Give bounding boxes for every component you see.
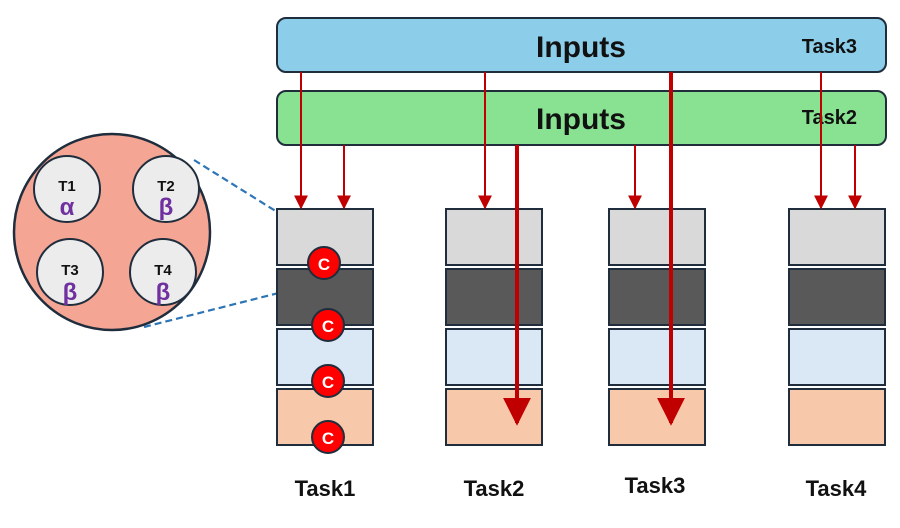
inputs-bar-task2-task: Task2 — [802, 107, 857, 129]
connector-3: C — [311, 364, 345, 398]
connector-4: C — [311, 420, 345, 454]
zoom-item-t1-label: T1 — [58, 178, 76, 195]
task-4-block-2 — [788, 268, 886, 326]
zoom-item-t4-label: T4 — [154, 262, 172, 279]
zoom-item-t2-symbol: β — [159, 194, 174, 221]
task-column-4 — [788, 208, 886, 446]
inputs-bar-task3: Inputs Task3 — [276, 17, 887, 73]
svg-text:C: C — [322, 317, 334, 336]
column-labels: Task1 Task2 Task3 Task4 — [295, 473, 868, 501]
task-4-block-3 — [788, 328, 886, 386]
task-2-block-3 — [445, 328, 543, 386]
inputs-bar-task2: Inputs Task2 — [276, 90, 887, 146]
zoom-item-t1-symbol: α — [60, 194, 75, 221]
column-label-task1: Task1 — [295, 476, 356, 501]
inputs-bar-task3-task: Task3 — [802, 36, 857, 58]
task-column-3 — [608, 208, 706, 446]
task-2-block-2 — [445, 268, 543, 326]
zoom-item-t3: T3 β — [36, 238, 104, 306]
column-label-task3: Task3 — [625, 473, 686, 498]
task-3-block-2 — [608, 268, 706, 326]
task-4-block-1 — [788, 208, 886, 266]
input-arrows — [294, 72, 862, 210]
zoom-item-t3-symbol: β — [63, 279, 78, 306]
svg-text:C: C — [322, 429, 334, 448]
connector-2: C — [311, 308, 345, 342]
zoom-item-t2-label: T2 — [157, 178, 175, 195]
long-arrows — [503, 72, 685, 426]
zoom-item-t3-label: T3 — [61, 262, 79, 279]
svg-text:C: C — [322, 373, 334, 392]
task-2-block-4 — [445, 388, 543, 446]
zoom-leader-top — [193, 159, 339, 251]
task-3-block-3 — [608, 328, 706, 386]
task-2-block-1 — [445, 208, 543, 266]
task-3-block-4 — [608, 388, 706, 446]
column-label-task4: Task4 — [806, 476, 868, 501]
connectors: C C C C — [307, 246, 345, 454]
zoom-item-t4-symbol: β — [156, 279, 171, 306]
zoom-item-t4: T4 β — [129, 238, 197, 306]
svg-text:C: C — [318, 255, 330, 274]
zoom-item-t2: T2 β — [132, 155, 200, 223]
connector-1: C — [307, 246, 341, 280]
zoom-item-t1: T1 α — [33, 155, 101, 223]
task-4-block-4 — [788, 388, 886, 446]
column-label-task2: Task2 — [464, 476, 525, 501]
task-3-block-1 — [608, 208, 706, 266]
task-column-2 — [445, 208, 543, 446]
inputs-bar-task3-label: Inputs — [536, 31, 626, 64]
zoom-callout: T1 α T2 β T3 β T4 β — [12, 132, 339, 332]
task-stacks — [276, 208, 886, 446]
inputs-bar-task2-label: Inputs — [536, 103, 626, 136]
